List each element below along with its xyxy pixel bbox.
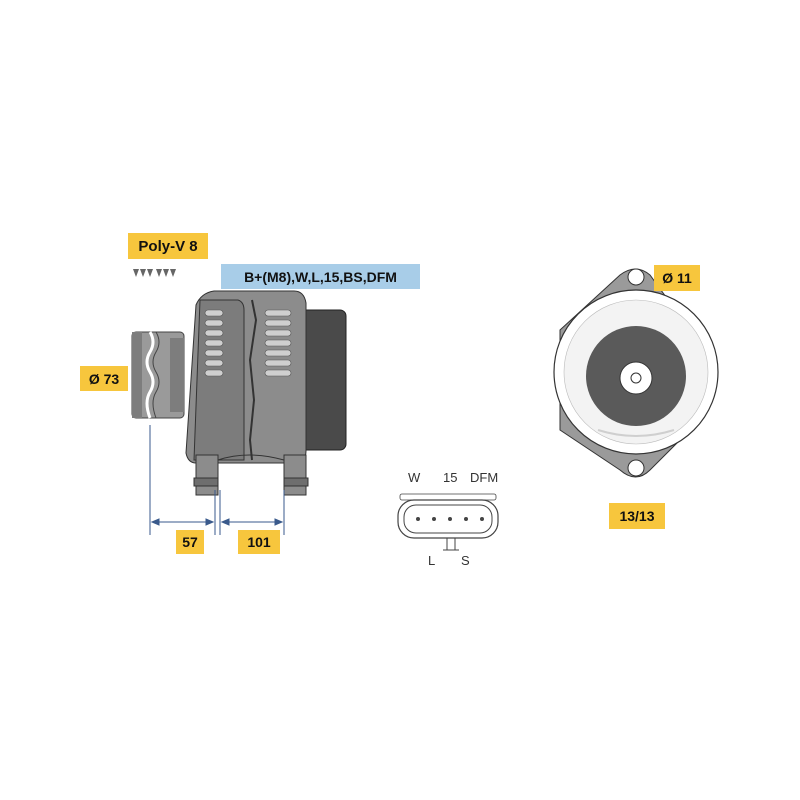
alternator-body xyxy=(185,290,347,496)
connector-pin-15: 15 xyxy=(443,470,458,485)
poly-v-label: Poly-V 8 xyxy=(128,233,208,259)
dimension-101-label: 101 xyxy=(238,530,280,554)
poly-v-groove-icon xyxy=(133,269,176,277)
connector-pin-s: S xyxy=(461,553,470,568)
connector-pin-l: L xyxy=(428,553,436,568)
dimension-57-label: 57 xyxy=(176,530,204,554)
connector-pin-dfm: DFM xyxy=(470,470,499,485)
dimension-lines xyxy=(149,425,285,535)
ratio-label: 13/13 xyxy=(609,503,665,529)
pulley-diameter-label: Ø 73 xyxy=(80,366,128,391)
rear-view xyxy=(553,268,719,478)
terminals-label: B+(M8),W,L,15,BS,DFM xyxy=(221,264,420,289)
pulley xyxy=(131,331,185,419)
connector-pin-w: W xyxy=(408,470,421,485)
hole-diameter-label: Ø 11 xyxy=(654,265,700,291)
connector-plug xyxy=(397,493,499,551)
